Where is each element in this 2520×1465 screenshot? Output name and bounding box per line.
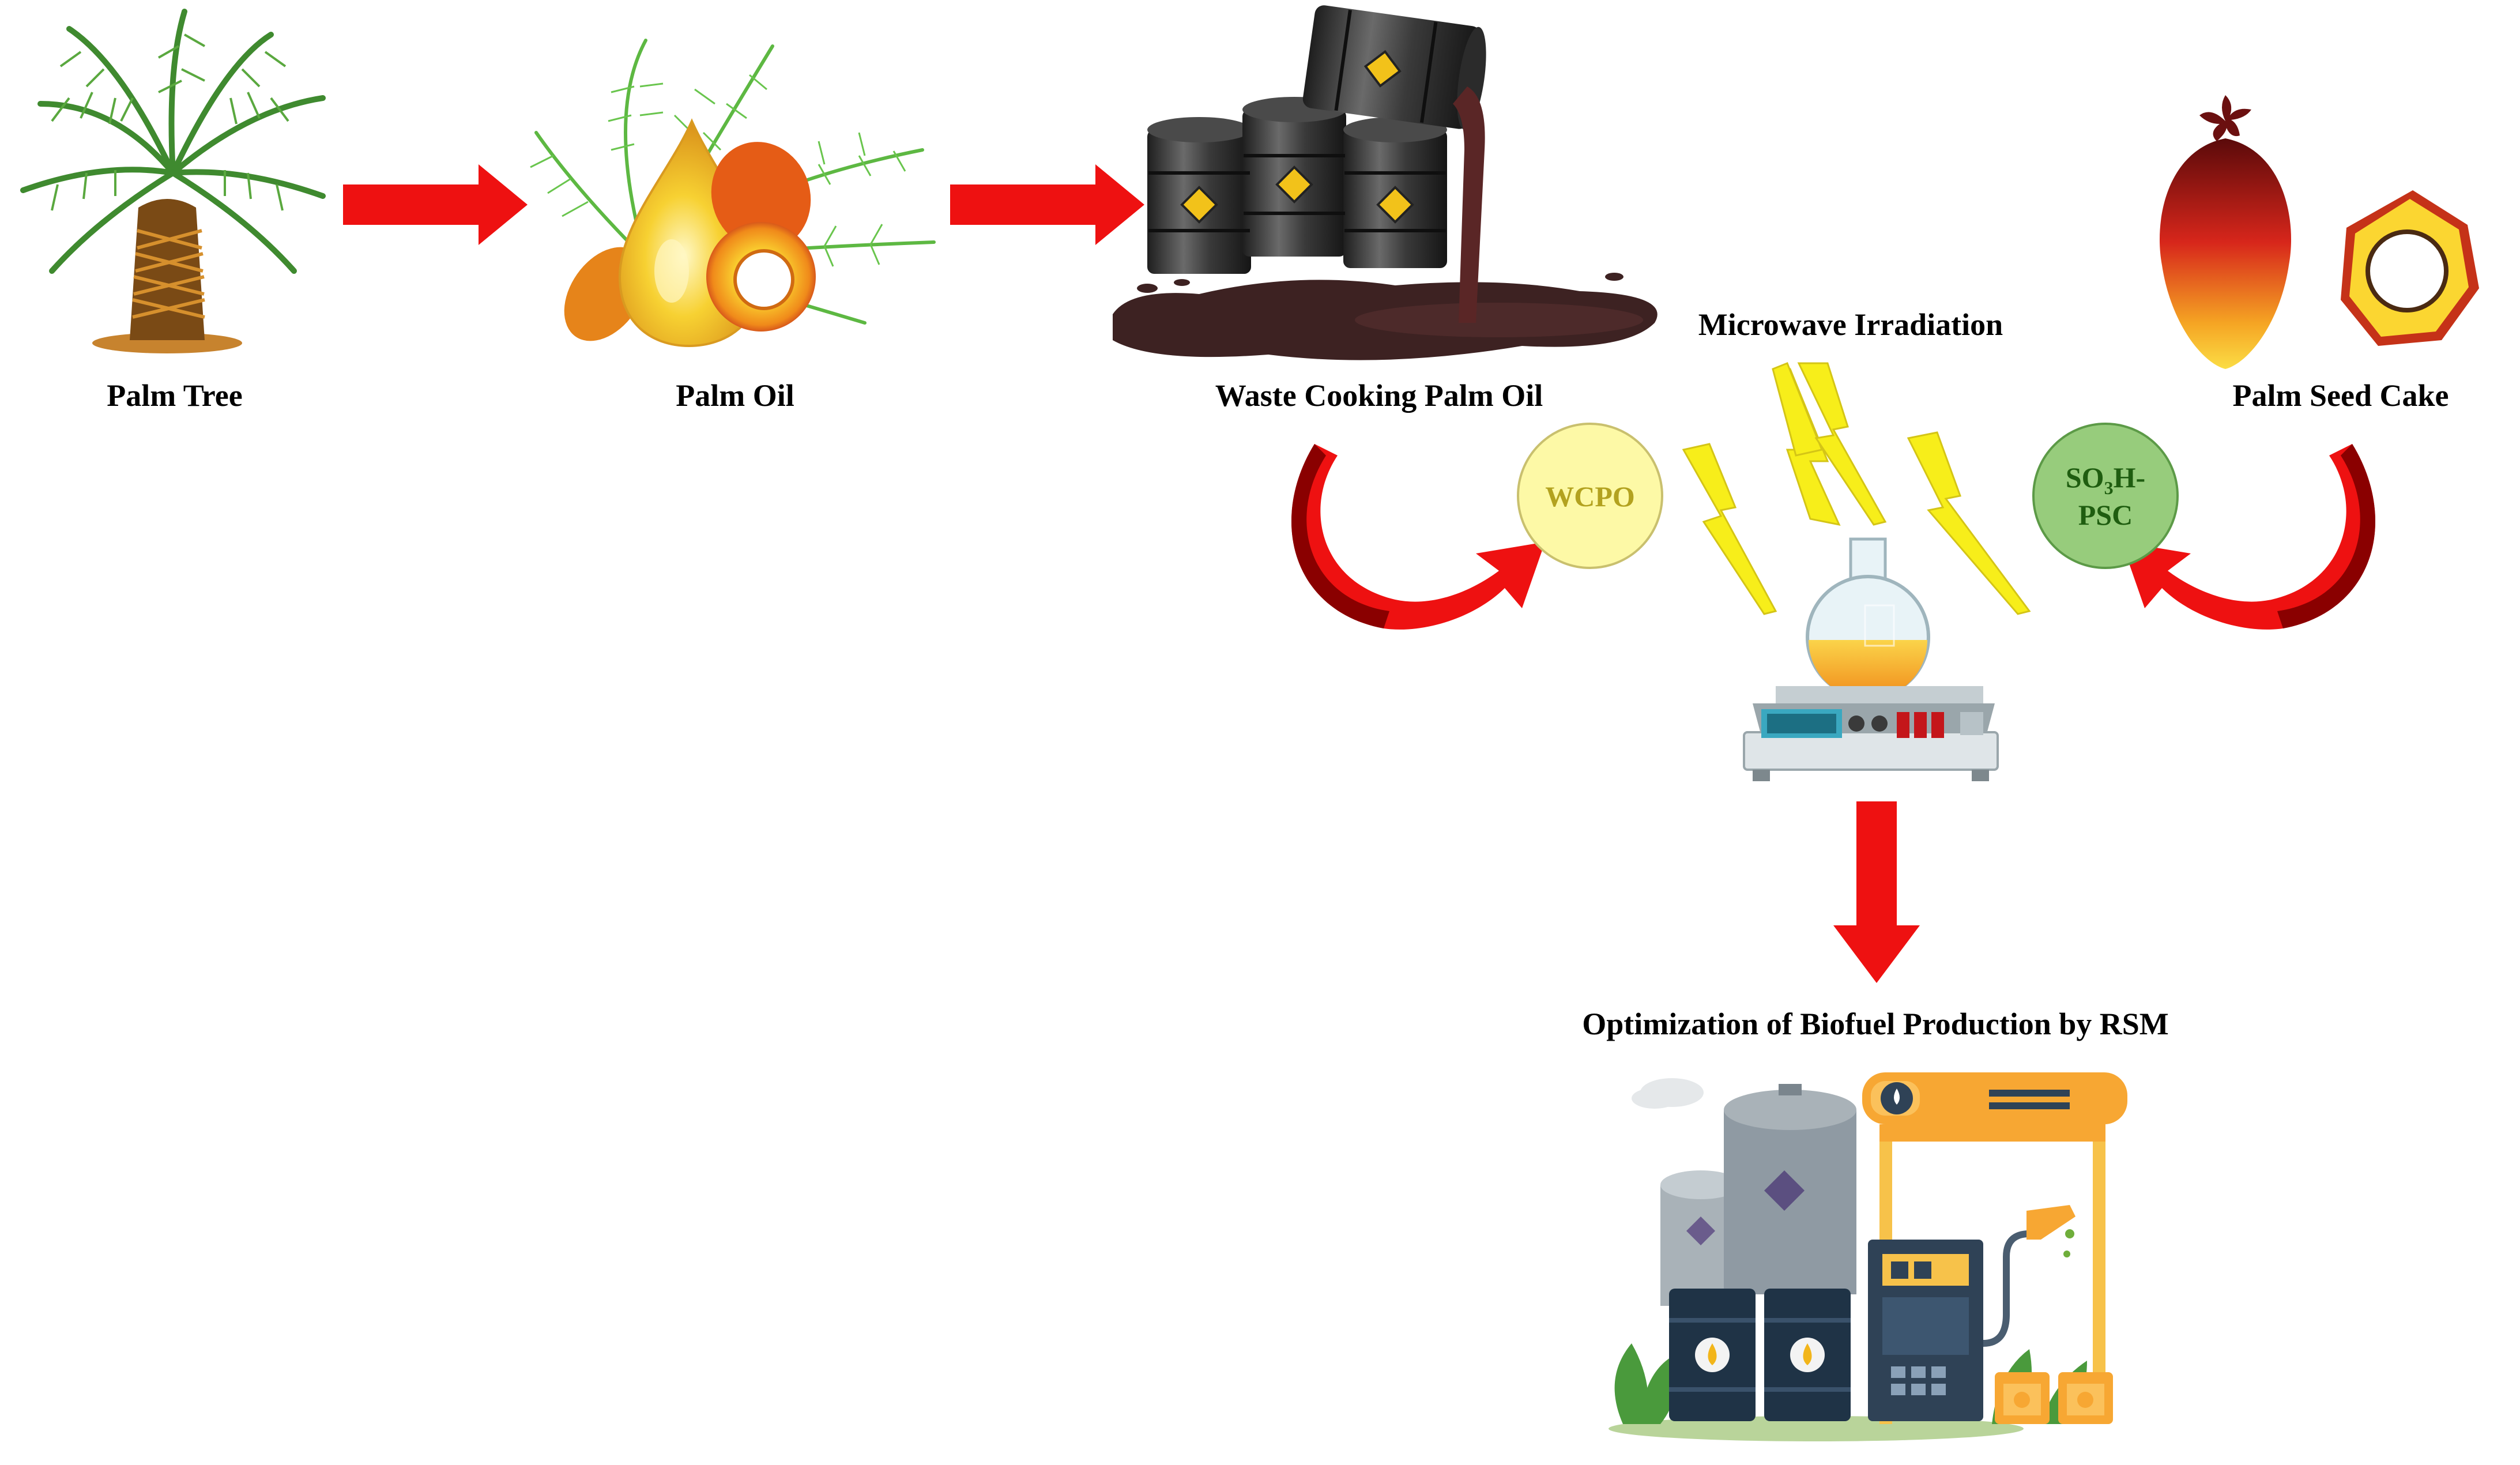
- label-palm-tree: Palm Tree: [107, 378, 243, 413]
- curved-arrow-left: [1291, 444, 1545, 630]
- catalyst-line2: PSC: [2078, 499, 2133, 531]
- svg-text:SO3H-: SO3H-: [2066, 461, 2145, 498]
- label-palm-seed-cake: Palm Seed Cake: [2232, 378, 2449, 413]
- label-palm-oil: Palm Oil: [676, 378, 794, 413]
- catalyst-formula-subscript: 3: [2104, 477, 2114, 498]
- curved-arrow-right: [2122, 444, 2375, 630]
- palm-seed-icon: [2159, 95, 2479, 369]
- catalyst-formula-tail: H-: [2114, 461, 2146, 494]
- flow-arrow-down: [1833, 801, 1920, 983]
- catalyst-formula-main: SO: [2066, 461, 2104, 494]
- lightning-bolt-icon: [1682, 362, 2031, 615]
- wcpo-circle: WCPO: [1517, 423, 1663, 569]
- palm-tree-icon: [20, 9, 326, 353]
- oil-barrels-spill-icon: [1113, 5, 1658, 360]
- catalyst-circle: SO3H- PSC: [2032, 423, 2179, 569]
- fuel-station-icon: [1609, 1072, 2127, 1441]
- label-waste-cooking-palm-oil: Waste Cooking Palm Oil: [1215, 378, 1543, 413]
- label-optimization: Optimization of Biofuel Production by RS…: [1582, 1007, 2169, 1041]
- flask-hotplate-icon: [1743, 537, 1999, 781]
- label-microwave-irradiation: Microwave Irradiation: [1698, 307, 2003, 342]
- wcpo-label: WCPO: [1545, 480, 1635, 513]
- oil-drop-palm-fruit-icon: [530, 39, 936, 348]
- flow-arrow-1: [343, 164, 528, 245]
- flow-arrow-2: [950, 164, 1144, 245]
